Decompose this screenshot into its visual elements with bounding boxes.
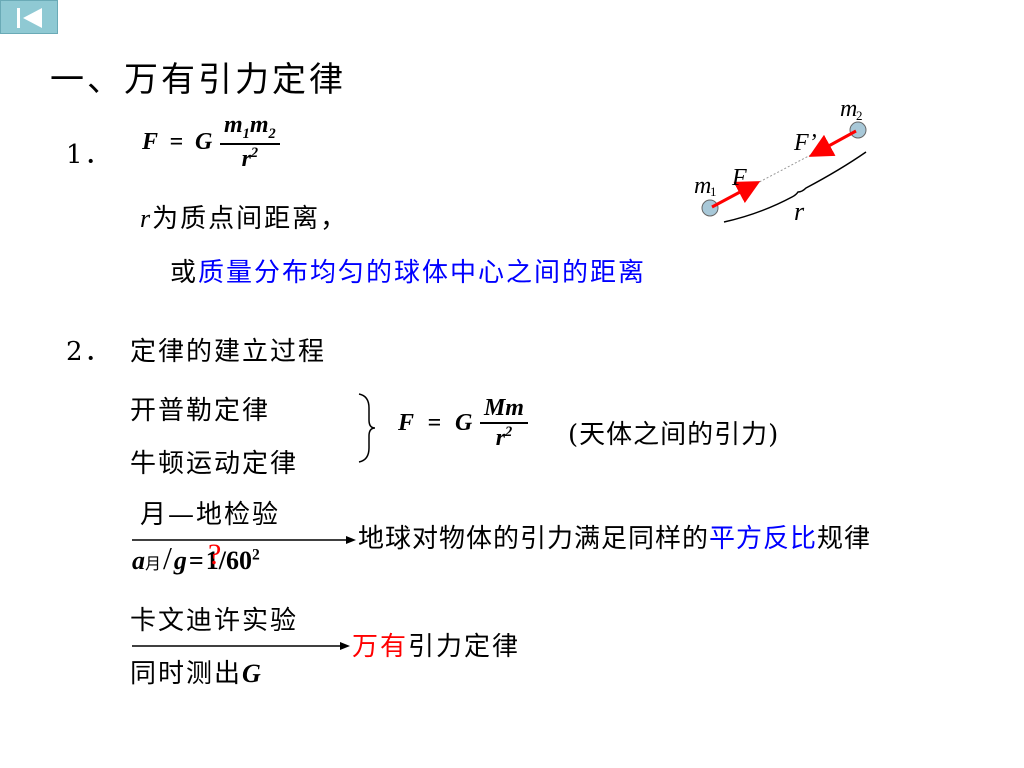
question-mark: ? — [208, 538, 222, 571]
arrow-cavendish — [132, 637, 352, 656]
m1-label: m — [694, 173, 711, 199]
gravitation-formula: F = G m1m2 r2 — [142, 112, 280, 173]
Fprime-label: F’ — [793, 130, 817, 156]
page-title: 一、万有引力定律 — [50, 60, 346, 100]
distance-brace — [723, 151, 867, 223]
force-Fprime-arrow — [808, 129, 857, 157]
combine-brace — [355, 392, 379, 468]
section-2-title: 定律的建立过程 — [130, 337, 327, 367]
m2-label: m — [840, 96, 857, 122]
moon-earth-test: 月—地检验 — [140, 500, 281, 530]
kepler-law: 开普勒定律 — [130, 396, 271, 426]
measure-G: 同时测出G — [130, 659, 263, 689]
gravitation-formula-Mm: F = G Mm r2 — [398, 395, 528, 452]
section-number-2: 2． — [66, 337, 113, 367]
force-F-arrow — [711, 181, 761, 209]
arrow-moon-test — [132, 531, 358, 550]
alt-distance-note: 或质量分布均匀的球体中心之间的距离 — [170, 258, 647, 288]
section-number-1: 1． — [66, 140, 113, 170]
skip-back-icon — [17, 8, 42, 28]
distance-note: r为质点间距离， — [140, 204, 349, 234]
universal-gravitation-result: 万有引力定律 — [352, 632, 521, 662]
formula-fraction: m1m2 r2 — [219, 112, 280, 173]
cavendish-experiment: 卡文迪许实验 — [130, 606, 299, 636]
F-label: F — [731, 165, 747, 191]
m1-sub: 1 — [710, 184, 717, 199]
m2-sub: 2 — [856, 108, 863, 123]
mass-m1-ball — [701, 199, 719, 217]
celestial-note: (天体之间的引力) — [568, 420, 780, 450]
force-diagram: m 1 m 2 F F’ r — [680, 92, 880, 232]
inverse-square-result: 地球对物体的引力满足同样的平方反比规律 — [358, 524, 872, 554]
newton-law: 牛顿运动定律 — [130, 449, 299, 479]
acceleration-ratio: a月/g=1/602 — [132, 540, 260, 576]
r-label: r — [794, 197, 805, 226]
back-button[interactable] — [0, 0, 58, 34]
mass-m2-ball — [849, 121, 867, 139]
force-diagram-svg: m 1 m 2 F F’ r — [694, 96, 867, 226]
